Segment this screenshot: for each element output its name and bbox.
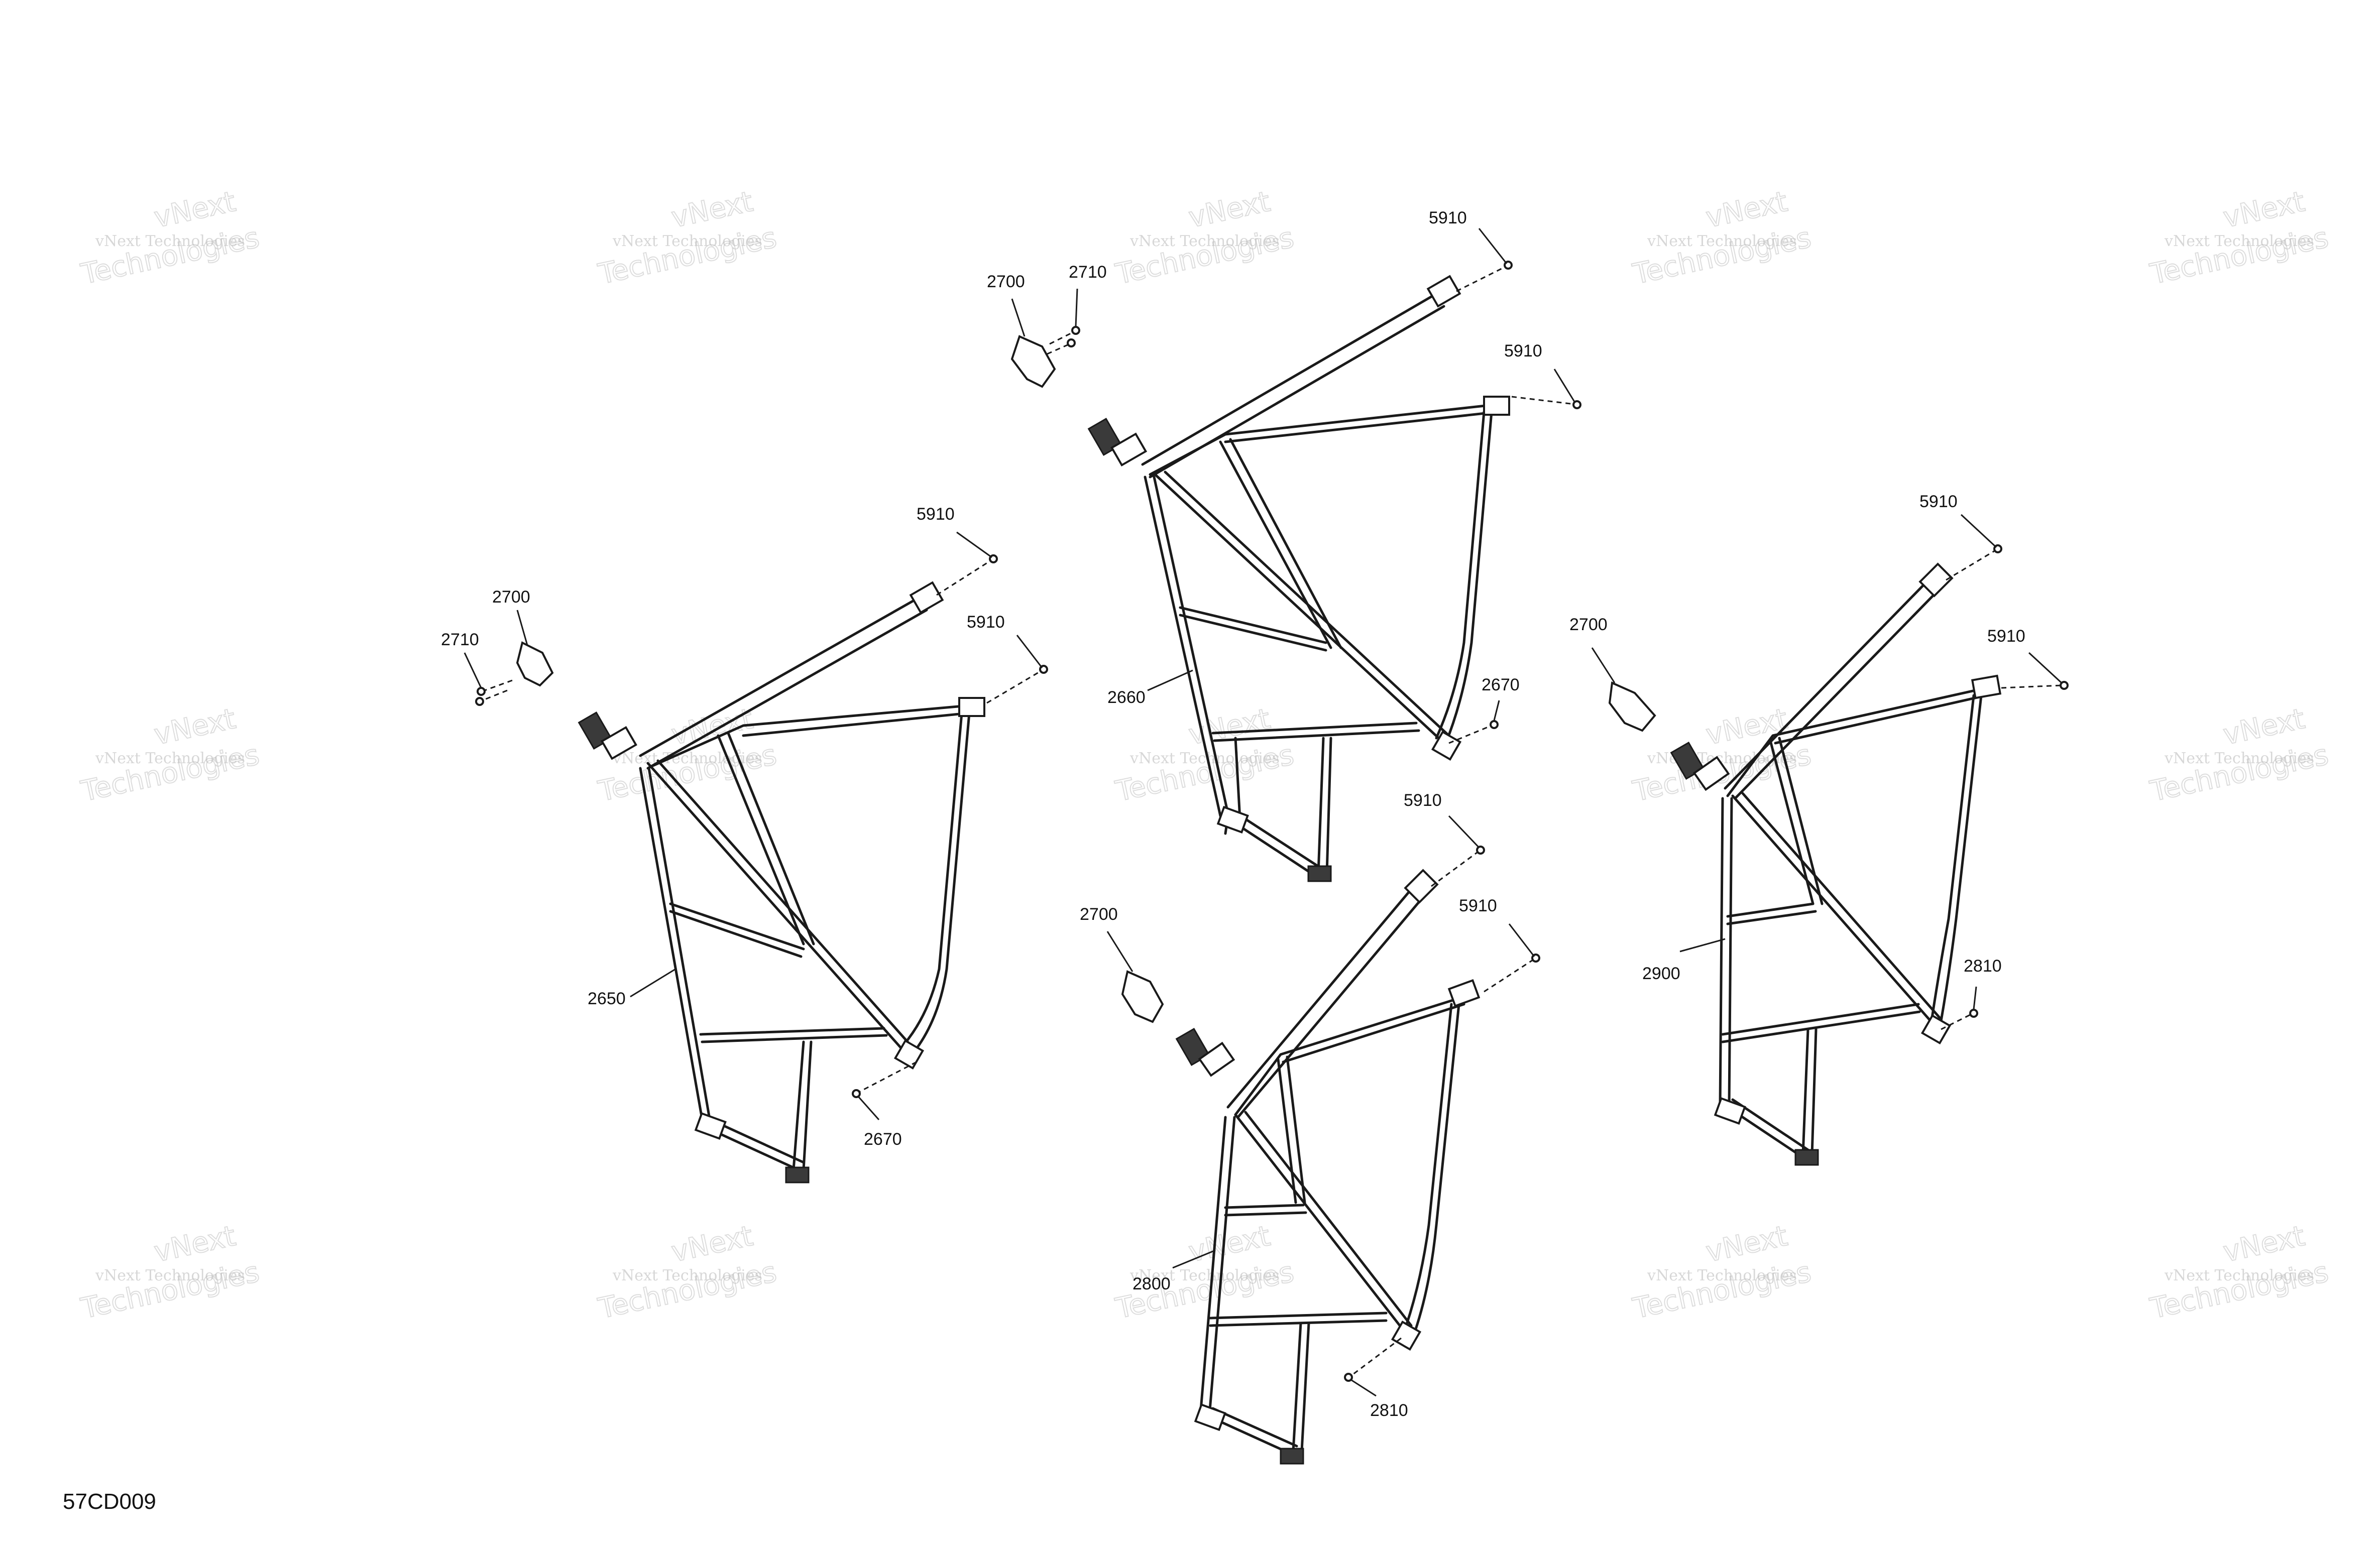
watermark-text: vNext Technologies [1129, 750, 1280, 767]
callout-5910[interactable]: 5910 [917, 505, 955, 524]
watermark-text: vNext Technologies [1129, 1267, 1280, 1284]
watermark-vnext: vNext [668, 1220, 756, 1269]
watermark-text: vNext Technologies [1129, 232, 1280, 250]
watermark-text: vNext Technologies [2164, 750, 2314, 767]
watermark-technologies: Technologies [596, 1256, 779, 1326]
callout-2900[interactable]: 2900 [1642, 964, 1680, 983]
callout-2700[interactable]: 2700 [1080, 905, 1118, 924]
watermark-text: vNext Technologies [2164, 1267, 2314, 1284]
door-net-assembly-2650[interactable] [475, 554, 1048, 1183]
callout-2710[interactable]: 2710 [441, 630, 479, 649]
watermark-technologies: Technologies [78, 221, 262, 291]
callout-2670[interactable]: 2670 [1482, 675, 1520, 694]
callout-5910[interactable]: 5910 [1404, 791, 1442, 810]
door-net-assembly-2660[interactable] [1010, 261, 1581, 882]
callout-5910[interactable]: 5910 [1504, 341, 1542, 361]
watermark-vnext: vNext [151, 185, 239, 234]
watermark-vnext: vNext [1186, 185, 1273, 234]
callout-2670[interactable]: 2670 [864, 1130, 902, 1149]
watermark-text: vNext Technologies [95, 232, 245, 250]
callout-5910[interactable]: 5910 [1459, 896, 1497, 915]
callout-5910[interactable]: 5910 [1987, 627, 2025, 646]
watermark-vnext: vNext [1186, 1220, 1273, 1269]
watermark-technologies: Technologies [1630, 221, 1814, 291]
callout-5910[interactable]: 5910 [967, 613, 1005, 632]
watermark-vnext: vNext [151, 1220, 239, 1269]
callout-2650[interactable]: 2650 [588, 989, 626, 1008]
watermark-technologies: Technologies [2147, 1256, 2331, 1326]
watermark-text: vNext Technologies [95, 1267, 245, 1284]
callout-5910[interactable]: 5910 [1919, 492, 1958, 511]
callout-2700[interactable]: 2700 [492, 587, 530, 607]
callout-2700[interactable]: 2700 [987, 272, 1025, 291]
callout-labels: 2650 2670 5910 5910 2700 2710 2660 2670 … [441, 208, 2025, 1420]
callout-2710[interactable]: 2710 [1069, 263, 1107, 282]
watermark-vnext: vNext [1703, 702, 1790, 752]
watermark-vnext: vNext [2220, 702, 2308, 752]
watermark-vnext: vNext [1703, 1220, 1790, 1269]
watermark-technologies: Technologies [1630, 1256, 1814, 1326]
watermark-text: vNext Technologies [1647, 232, 1797, 250]
callout-2800[interactable]: 2800 [1132, 1274, 1171, 1293]
callout-5910[interactable]: 5910 [1429, 208, 1467, 227]
watermark-vnext: vNext [151, 702, 239, 752]
callout-2810[interactable]: 2810 [1370, 1401, 1408, 1420]
callout-2660[interactable]: 2660 [1107, 688, 1146, 707]
door-net-assembly-2900[interactable] [1608, 544, 2069, 1166]
watermark-text: vNext Technologies [612, 1267, 762, 1284]
watermark-vnext: vNext [668, 185, 756, 234]
watermark-text: vNext Technologies [2164, 232, 2314, 250]
watermark-technologies: Technologies [2147, 221, 2331, 291]
watermark-technologies: Technologies [78, 739, 262, 808]
watermark-technologies: Technologies [2147, 739, 2331, 808]
leader-lines [464, 228, 2063, 1397]
watermark-technologies: Technologies [596, 221, 779, 291]
watermark-technologies: Technologies [1113, 221, 1297, 291]
watermark-text: vNext Technologies [95, 750, 245, 767]
drawing-number: 57CD009 [63, 1489, 156, 1514]
callout-2810[interactable]: 2810 [1964, 957, 2002, 976]
callout-2700[interactable]: 2700 [1569, 615, 1608, 634]
watermark-vnext: vNext [2220, 1220, 2308, 1269]
watermark-vnext: vNext [1186, 702, 1273, 752]
watermark-technologies: Technologies [78, 1256, 262, 1326]
door-net-assembly-2800[interactable] [1121, 846, 1540, 1465]
watermark-vnext: vNext [1703, 185, 1790, 234]
watermark-vnext: vNext [2220, 185, 2308, 234]
watermark-text: vNext Technologies [1647, 1267, 1797, 1284]
watermark-text: vNext Technologies [612, 232, 762, 250]
